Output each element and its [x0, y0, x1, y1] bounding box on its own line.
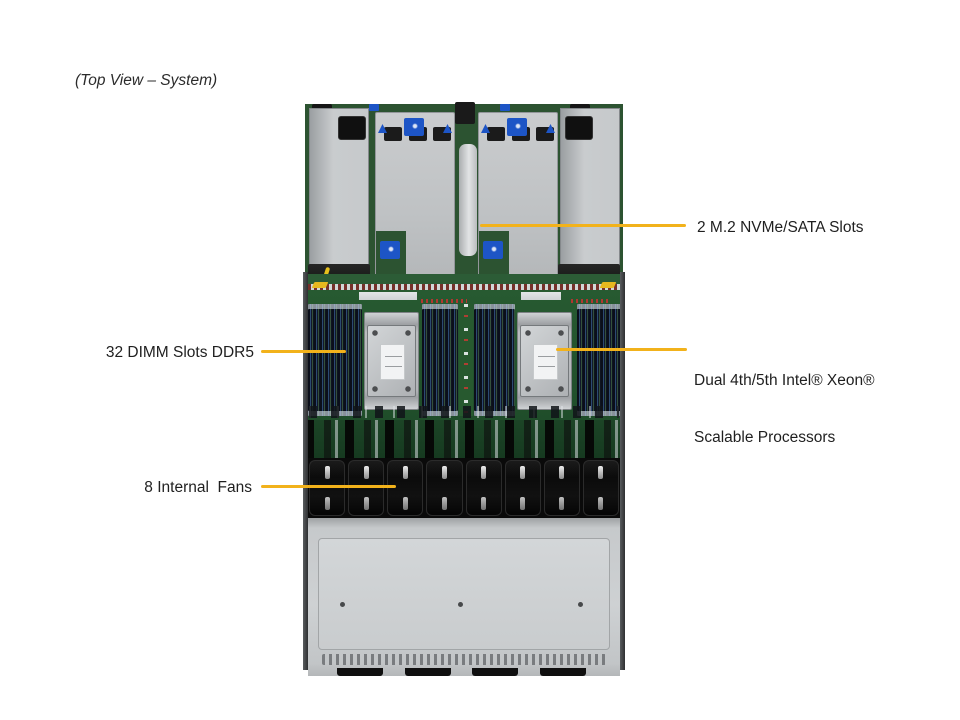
fan-module-4 [426, 460, 463, 516]
fan-module-1 [309, 460, 346, 516]
callout-line-fans [261, 485, 396, 488]
callout-label-cpu: Dual 4th/5th Intel® Xeon® Scalable Proce… [694, 333, 875, 485]
riser-label-icon [483, 241, 503, 259]
front-tab [540, 668, 586, 676]
callout-line-dimm [261, 350, 346, 353]
riser-release-tab-right [500, 104, 510, 111]
air-duct-cylinder [459, 144, 477, 256]
front-tab [472, 668, 518, 676]
riser-bracket-right [478, 112, 558, 280]
cpu1-heatsink [367, 325, 416, 397]
fan-module-5 [465, 460, 502, 516]
fan-module-7 [543, 460, 580, 516]
fan-cable-strip [305, 420, 623, 458]
cpu2-label-sticker [533, 344, 558, 380]
callout-label-fans: 8 Internal Fans [144, 479, 252, 496]
rear-board-connectors [305, 274, 623, 290]
riser-bracket-left [375, 112, 455, 280]
cover-screw [340, 602, 345, 607]
fan-module-6 [504, 460, 541, 516]
chassis-rail-right [620, 272, 625, 670]
power-supply-left [309, 108, 369, 266]
fan-module-3 [387, 460, 424, 516]
caution-triangle-icon [443, 124, 452, 133]
psu-fan-opening [565, 116, 593, 140]
cover-inner-panel [318, 538, 610, 650]
dimm-bank-right [577, 304, 623, 416]
dimm-bank-left [308, 304, 362, 416]
callout-label-cpu-line1: Dual 4th/5th Intel® Xeon® [694, 372, 875, 389]
caution-triangle-icon [481, 124, 490, 133]
caution-arrow-sticker [311, 282, 329, 288]
vrm-component-column [459, 304, 473, 416]
fan-module-2 [348, 460, 385, 516]
callout-label-m2: 2 M.2 NVMe/SATA Slots [697, 219, 864, 236]
riser-label-icon [507, 118, 527, 136]
front-tab [405, 668, 451, 676]
caution-triangle-icon [378, 124, 387, 133]
cover-screw [578, 602, 583, 607]
chassis-rail-left [303, 272, 308, 670]
front-panel-headers [309, 291, 619, 303]
figure-title: (Top View – System) [75, 72, 218, 89]
rear-section [305, 102, 623, 290]
caution-triangle-icon [546, 124, 555, 133]
power-supply-right [560, 108, 620, 266]
rear-power-connector [455, 102, 475, 124]
cpu2-heatsink [520, 325, 569, 397]
riser-slot [487, 127, 505, 141]
callout-label-dimm: 32 DIMM Slots DDR5 [105, 344, 254, 361]
psu-latch-left [312, 104, 332, 111]
psu-fan-opening [338, 116, 366, 140]
psu-latch-right [570, 104, 590, 111]
vent-slot-row [322, 654, 606, 665]
caution-arrow-sticker [599, 282, 617, 288]
motherboard-section [305, 282, 623, 420]
internal-fan-row [305, 458, 623, 518]
server-top-view-photo [303, 102, 625, 676]
fan-module-8 [582, 460, 619, 516]
cpu-socket-2 [517, 312, 572, 410]
cpu1-label-sticker [380, 344, 405, 380]
board-edge-components [309, 406, 619, 418]
cpu-socket-1 [364, 312, 419, 410]
riser-label-icon [380, 241, 400, 259]
riser-label-icon [404, 118, 424, 136]
cover-screw [458, 602, 463, 607]
front-tab [337, 668, 383, 676]
callout-line-m2 [480, 224, 686, 227]
dimm-bank-center-a [422, 304, 458, 416]
riser-release-tab-left [369, 104, 379, 111]
callout-line-cpu [556, 348, 687, 351]
front-bay-cover [308, 518, 620, 676]
riser-slot [384, 127, 402, 141]
dimm-bank-center-b [474, 304, 515, 416]
callout-label-cpu-line2: Scalable Processors [694, 429, 836, 446]
